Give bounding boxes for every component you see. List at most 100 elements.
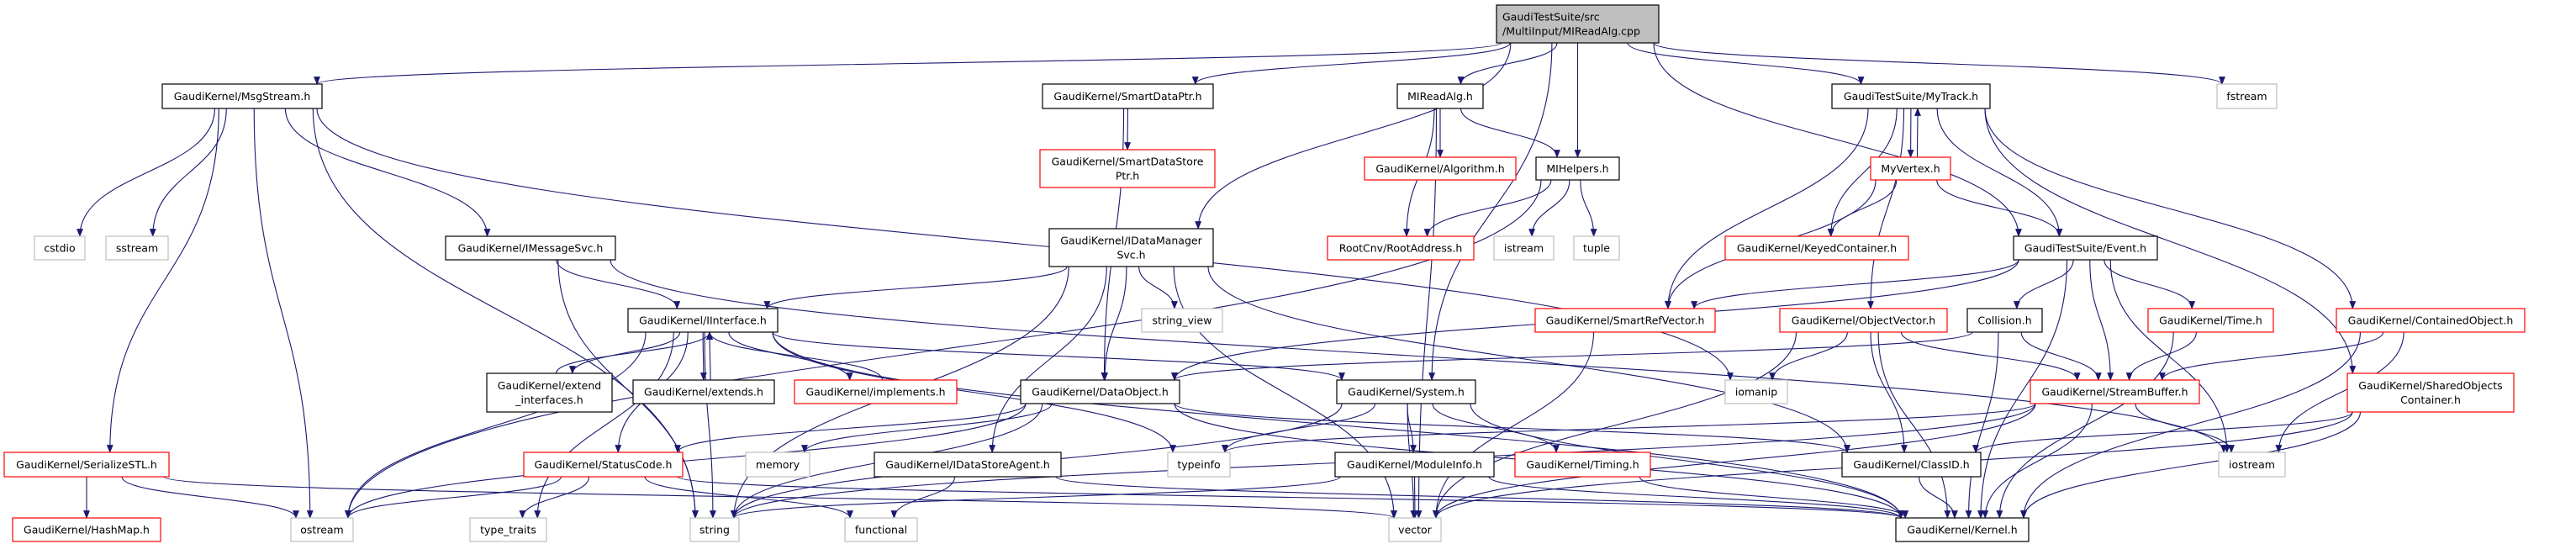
node-idatastoreagent[interactable]: GaudiKernel/IDataStoreAgent.h [874,452,1062,478]
node-label: iomanip [1735,386,1777,399]
node-label: GaudiKernel/Algorithm.h [1375,162,1504,175]
edge-serializestl-to-vector [163,476,1397,519]
edge-imessagesvc-to-iinterface [556,259,681,309]
node-label: GaudiKernel/SharedObjects [2358,379,2502,392]
edge-mihelpers-to-tuple [1580,179,1597,237]
node-kernel[interactable]: GaudiKernel/Kernel.h [1895,517,2030,542]
node-smartdataptr[interactable]: GaudiKernel/SmartDataPtr.h [1042,83,1214,109]
edge-root-to-mireadalg [1457,42,1558,85]
node-label: MIReadAlg.h [1407,90,1473,103]
node-box [1327,235,1475,261]
node-box [1493,235,1555,261]
node-label: GaudiKernel/IMessageSvc.h [458,242,604,255]
edge-event-to-smartrefvector [1691,259,2019,309]
node-mireadalg[interactable]: MIReadAlg.h [1396,83,1484,109]
node-system[interactable]: GaudiKernel/System.h [1336,379,1476,404]
node-moduleinfo[interactable]: GaudiKernel/ModuleInfo.h [1334,452,1495,478]
node-box [1573,235,1620,261]
node-label: GaudiKernel/ModuleInfo.h [1347,458,1482,471]
node-box [844,517,918,542]
node-rootaddress[interactable]: RootCnv/RootAddress.h [1327,235,1475,261]
edge-iinterface-to-extend_interfaces [568,331,681,374]
node-objectvector[interactable]: GaudiKernel/ObjectVector.h [1779,308,1948,333]
node-cstdio: cstdio [34,235,86,261]
node-timing[interactable]: GaudiKernel/Timing.h [1514,452,1651,478]
node-label: GaudiTestSuite/src [1502,11,1600,24]
node-iinterface[interactable]: GaudiKernel/IInterface.h [627,308,779,333]
node-streambuffer[interactable]: GaudiKernel/StreamBuffer.h [2030,379,2200,404]
node-serializestl[interactable]: GaudiKernel/SerializeSTL.h [3,452,170,478]
node-label: RootCnv/RootAddress.h [1339,242,1463,255]
node-classid[interactable]: GaudiKernel/ClassID.h [1841,452,1982,478]
node-label: string_view [1153,314,1212,327]
node-label: GaudiKernel/IInterface.h [639,314,767,327]
edge-collision-to-kernel [1965,331,1999,519]
node-functional: functional [844,517,918,542]
edge-dataobject-to-classid [1174,403,1850,453]
node-box [2346,372,2515,413]
edge-imessagesvc-to-iostream [610,259,2227,453]
node-keyedcontainer[interactable]: GaudiKernel/KeyedContainer.h [1724,235,1909,261]
node-imessagesvc[interactable]: GaudiKernel/IMessageSvc.h [445,235,616,261]
edge-moduleinfo-to-string [731,476,1341,519]
node-event[interactable]: GaudiTestSuite/Event.h [2013,235,2158,261]
node-box [2336,308,2526,333]
node-myvertex[interactable]: MyVertex.h [1870,156,1951,181]
node-extend_interfaces[interactable]: GaudiKernel/extend_interfaces.h [486,372,613,413]
edge-implements-to-iinterface [706,331,884,381]
edge-root-to-mytrack [1627,42,1865,85]
node-statuscode[interactable]: GaudiKernel/StatusCode.h [523,452,684,478]
edge-mihelpers-to-rootaddress [1423,179,1552,237]
node-box [627,308,779,333]
edge-event-to-streambuffer [2089,259,2114,381]
node-box [469,517,547,542]
edge-mytrack-to-containedobject [1984,108,2357,309]
node-box [3,452,170,478]
edge-idatamanagersvc-to-iinterface [763,266,1068,309]
edge-iinterface-to-type_traits [534,331,674,519]
node-label: Ptr.h [1116,170,1139,182]
node-label: GaudiKernel/extends.h [644,386,763,399]
edge-streambuffer-to-iostream [2135,403,2235,453]
edge-system-to-moduleinfo [1407,403,1417,453]
edge-statuscode-to-type_traits [519,476,590,519]
edge-iinterface-to-typeinfo [772,331,1176,453]
edge-containedobject-to-iostream [2275,331,2404,453]
node-box [1841,452,1982,478]
node-box [1496,4,1660,44]
node-extends[interactable]: GaudiKernel/extends.h [632,379,775,404]
node-label: string [699,524,730,536]
node-label: GaudiKernel/DataObject.h [1032,386,1169,399]
edge-time-to-kernel [1996,331,2174,519]
node-iomanip: iomanip [1724,379,1788,404]
node-implements[interactable]: GaudiKernel/implements.h [794,379,958,404]
node-time[interactable]: GaudiKernel/Time.h [2147,308,2274,333]
node-root[interactable]: GaudiTestSuite/src/MultiInput/MIReadAlg.… [1496,4,1660,44]
node-dataobject[interactable]: GaudiKernel/DataObject.h [1020,379,1180,404]
edge-objectvector-to-vector [1433,331,1797,519]
node-box [1141,308,1223,333]
node-box [1388,517,1442,542]
node-box [1724,379,1788,404]
node-containedobject[interactable]: GaudiKernel/ContainedObject.h [2336,308,2526,333]
node-label: functional [855,524,907,536]
node-box [1364,156,1517,181]
node-smartrefvector[interactable]: GaudiKernel/SmartRefVector.h [1534,308,1716,333]
edge-myvertex-to-keyedcontainer [1827,179,1898,237]
node-label: vector [1398,524,1433,536]
edge-event-to-time [2104,259,2196,309]
node-collision[interactable]: Collision.h [1966,308,2043,333]
edge-mytrack-to-sharedobjects [1984,108,2357,374]
node-mihelpers[interactable]: MIHelpers.h [1535,156,1620,181]
node-hashmap[interactable]: GaudiKernel/HashMap.h [12,517,161,542]
node-algorithm[interactable]: GaudiKernel/Algorithm.h [1364,156,1517,181]
edge-root-to-idatamanagersvc [1195,42,1512,230]
node-box [523,452,684,478]
node-mytrack[interactable]: GaudiTestSuite/MyTrack.h [1831,83,1991,109]
node-msgstream[interactable]: GaudiKernel/MsgStream.h [161,83,323,109]
node-label: Svc.h [1116,249,1145,261]
edge-msgstream-to-serializestl [106,108,219,453]
